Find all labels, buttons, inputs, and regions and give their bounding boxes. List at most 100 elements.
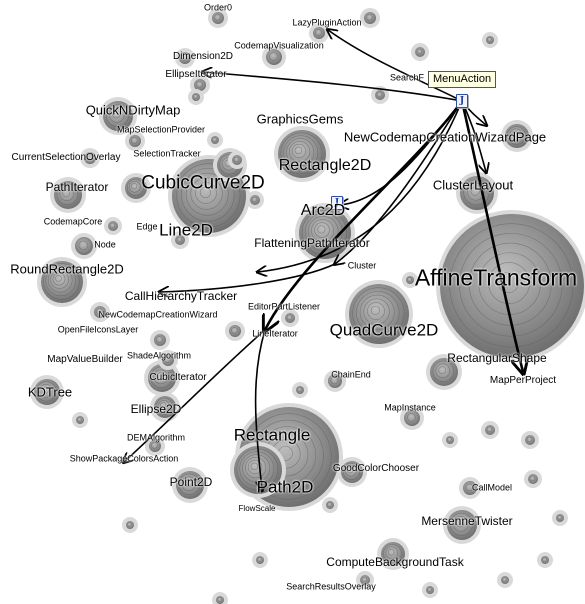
label-node[interactable]: Node [94,239,116,250]
hill[interactable] [207,132,223,148]
hill[interactable] [80,148,100,168]
label-chainend[interactable]: ChainEnd [331,369,371,380]
hill[interactable] [521,431,539,449]
label-mersennetwister[interactable]: MersenneTwister [421,514,513,528]
hill[interactable] [524,470,542,488]
hill[interactable] [324,370,346,392]
hill[interactable] [208,8,228,28]
hill[interactable] [400,406,424,430]
hill[interactable] [537,552,553,568]
label-callmodel[interactable]: CallModel [471,482,513,493]
hill[interactable] [30,375,64,409]
hill[interactable] [402,272,418,288]
label-mapperproject[interactable]: MapPerProject [489,375,557,386]
java-file-icon[interactable]: J [456,94,468,108]
label-affinetransform[interactable]: AffineTransform [414,264,578,291]
label-openfileiconslayer[interactable]: OpenFileIconsLayer [57,324,139,335]
hill[interactable] [230,442,286,498]
hill[interactable] [411,43,429,61]
label-edge[interactable]: Edge [136,221,158,232]
label-path2d[interactable]: Path2D [256,477,314,497]
label-cubiccurve2d[interactable]: CubicCurve2D [141,172,265,194]
label-flowscale[interactable]: FlowScale [238,504,276,513]
label-editorpartlistener[interactable]: EditorPartListener [247,301,321,312]
hill[interactable] [121,173,151,203]
label-searchf[interactable]: SearchF [389,72,425,83]
hill[interactable] [99,97,137,135]
label-quickndirtymap[interactable]: QuickNDirtyMap [85,102,181,118]
java-file-icon[interactable]: J [331,196,343,210]
label-selectiontracker[interactable]: SelectionTracker [133,148,201,159]
hill[interactable] [252,552,268,568]
hill[interactable] [37,257,87,307]
label-cluster[interactable]: Cluster [347,260,377,271]
label-codemapcore[interactable]: CodemapCore [43,216,103,227]
hill[interactable] [377,538,409,570]
label-callhierarchytracker[interactable]: CallHierarchyTracker [124,289,238,303]
label-flatteningpathiterator[interactable]: FlatteningPathIterator [254,236,370,250]
hill[interactable] [50,177,86,213]
hill[interactable] [274,126,330,182]
label-newcodemapcreationwizardpage[interactable]: NewCodemapCreationWizardPage [343,129,547,145]
label-graphicsgems[interactable]: GraphicsGems [256,111,344,127]
hill[interactable] [150,392,180,422]
label-computebackgroundtask[interactable]: ComputeBackgroundTask [326,555,464,569]
label-ellipse2d[interactable]: Ellipse2D [130,402,182,416]
hill[interactable] [552,510,568,526]
label-mapvaluebuilder[interactable]: MapValueBuilder [47,354,123,365]
label-newcodemapcreationwizard[interactable]: NewCodemapCreationWizard [98,309,218,320]
label-showpackagecolorsaction[interactable]: ShowPackageColorsAction [69,453,179,464]
label-shadealgorithm[interactable]: ShadeAlgorithm [126,350,192,361]
label-rectangle[interactable]: Rectangle [233,425,311,445]
hill[interactable] [497,572,513,588]
hill[interactable] [482,32,498,48]
hill[interactable] [442,432,458,448]
hill[interactable] [309,23,329,43]
hill[interactable] [72,412,88,428]
hill[interactable] [71,233,97,259]
hill[interactable] [459,477,481,499]
label-lazypluginaction[interactable]: LazyPluginAction [292,17,362,28]
label-arc2d[interactable]: Arc2D [300,202,346,219]
hill[interactable] [125,131,145,151]
label-kdtree[interactable]: KDTree [27,384,73,400]
hill[interactable] [262,45,286,69]
hill[interactable] [345,280,413,348]
hill[interactable] [246,191,264,209]
label-line2d[interactable]: Line2D [159,220,213,240]
label-order0[interactable]: Order0 [203,2,233,13]
label-codemapvisualization[interactable]: CodemapVisualization [234,40,324,51]
hill[interactable] [228,151,246,169]
label-ellipseiterator[interactable]: EllipseIterator [165,69,227,80]
hill[interactable] [436,210,585,362]
hill[interactable] [158,350,178,370]
label-searchresultsoverlay[interactable]: SearchResultsOverlay [286,581,376,592]
hill[interactable] [292,382,308,398]
label-goodcolorchooser[interactable]: GoodColorChooser [332,463,420,474]
label-lineiterator[interactable]: LineIterator [252,328,298,339]
hill[interactable] [356,571,374,589]
hill[interactable] [443,506,481,544]
label-roundrectangle2d[interactable]: RoundRectangle2D [10,261,124,277]
hill[interactable] [281,309,299,327]
hill[interactable] [422,582,438,598]
label-mapinstance[interactable]: MapInstance [384,402,436,413]
hill[interactable] [90,302,110,322]
label-pathiterator[interactable]: PathIterator [45,180,109,194]
label-dimension2d[interactable]: Dimension2D [172,51,234,62]
hill[interactable] [172,467,208,503]
label-demalgorithm[interactable]: DEMAlgorithm [126,432,186,443]
hill[interactable] [456,172,498,214]
hill[interactable] [122,517,138,533]
hill[interactable] [225,321,245,341]
label-rectangularshape[interactable]: RectangularShape [447,351,547,365]
hill[interactable] [171,231,189,249]
hill[interactable] [104,217,122,235]
hill[interactable] [212,592,228,604]
hill[interactable] [501,120,533,152]
label-clusterlayout[interactable]: ClusterLayout [432,177,514,193]
label-rectangle2d[interactable]: Rectangle2D [278,157,372,174]
hill[interactable] [322,497,338,513]
hill[interactable] [150,330,170,350]
